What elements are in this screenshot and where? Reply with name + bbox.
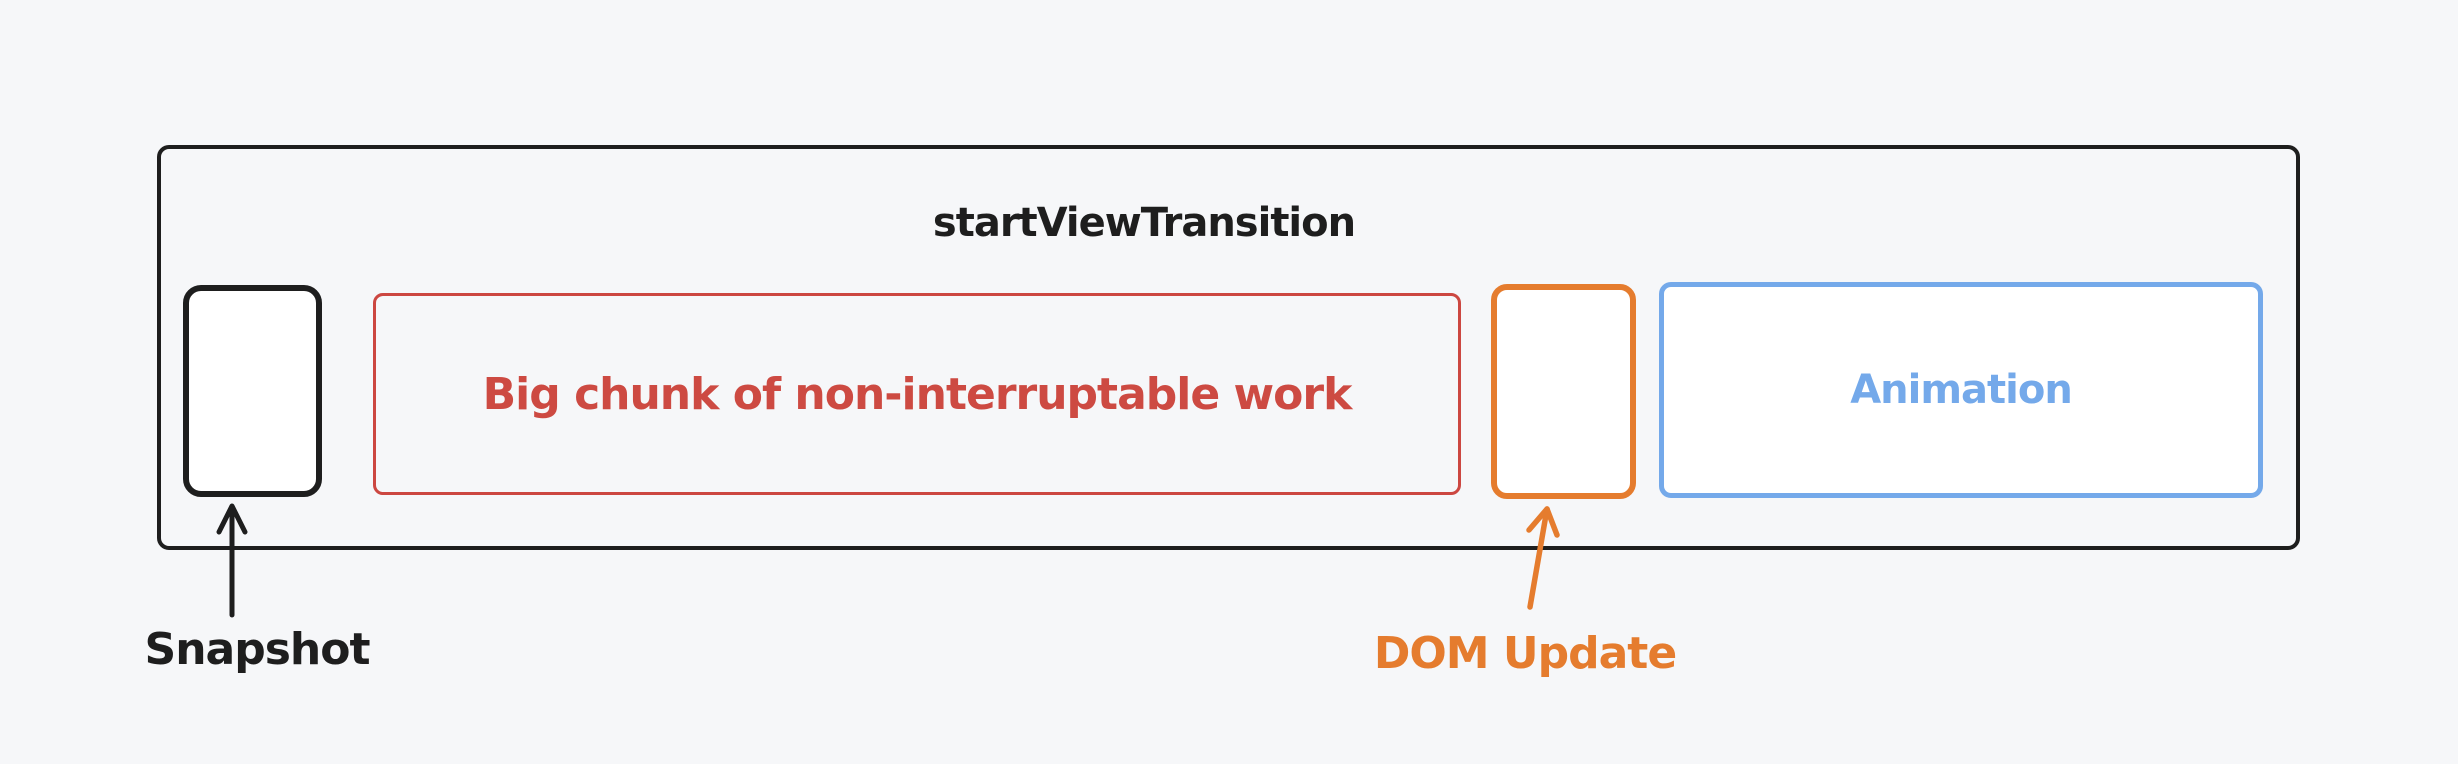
animation-box: Animation	[1659, 282, 2263, 498]
animation-box-label: Animation	[1850, 367, 2073, 413]
work-box: Big chunk of non-interruptable work	[373, 293, 1461, 495]
dom-update-arrow-icon	[1526, 506, 1560, 610]
dom-update-box	[1491, 284, 1636, 499]
work-box-label: Big chunk of non-interruptable work	[482, 368, 1353, 420]
snapshot-box	[183, 285, 322, 497]
dom-update-label: DOM Update	[1373, 628, 1677, 679]
snapshot-label: Snapshot	[144, 624, 371, 675]
snapshot-arrow-icon	[216, 503, 248, 618]
container-title: startViewTransition	[932, 200, 1356, 246]
start-view-transition-container	[157, 145, 2300, 550]
